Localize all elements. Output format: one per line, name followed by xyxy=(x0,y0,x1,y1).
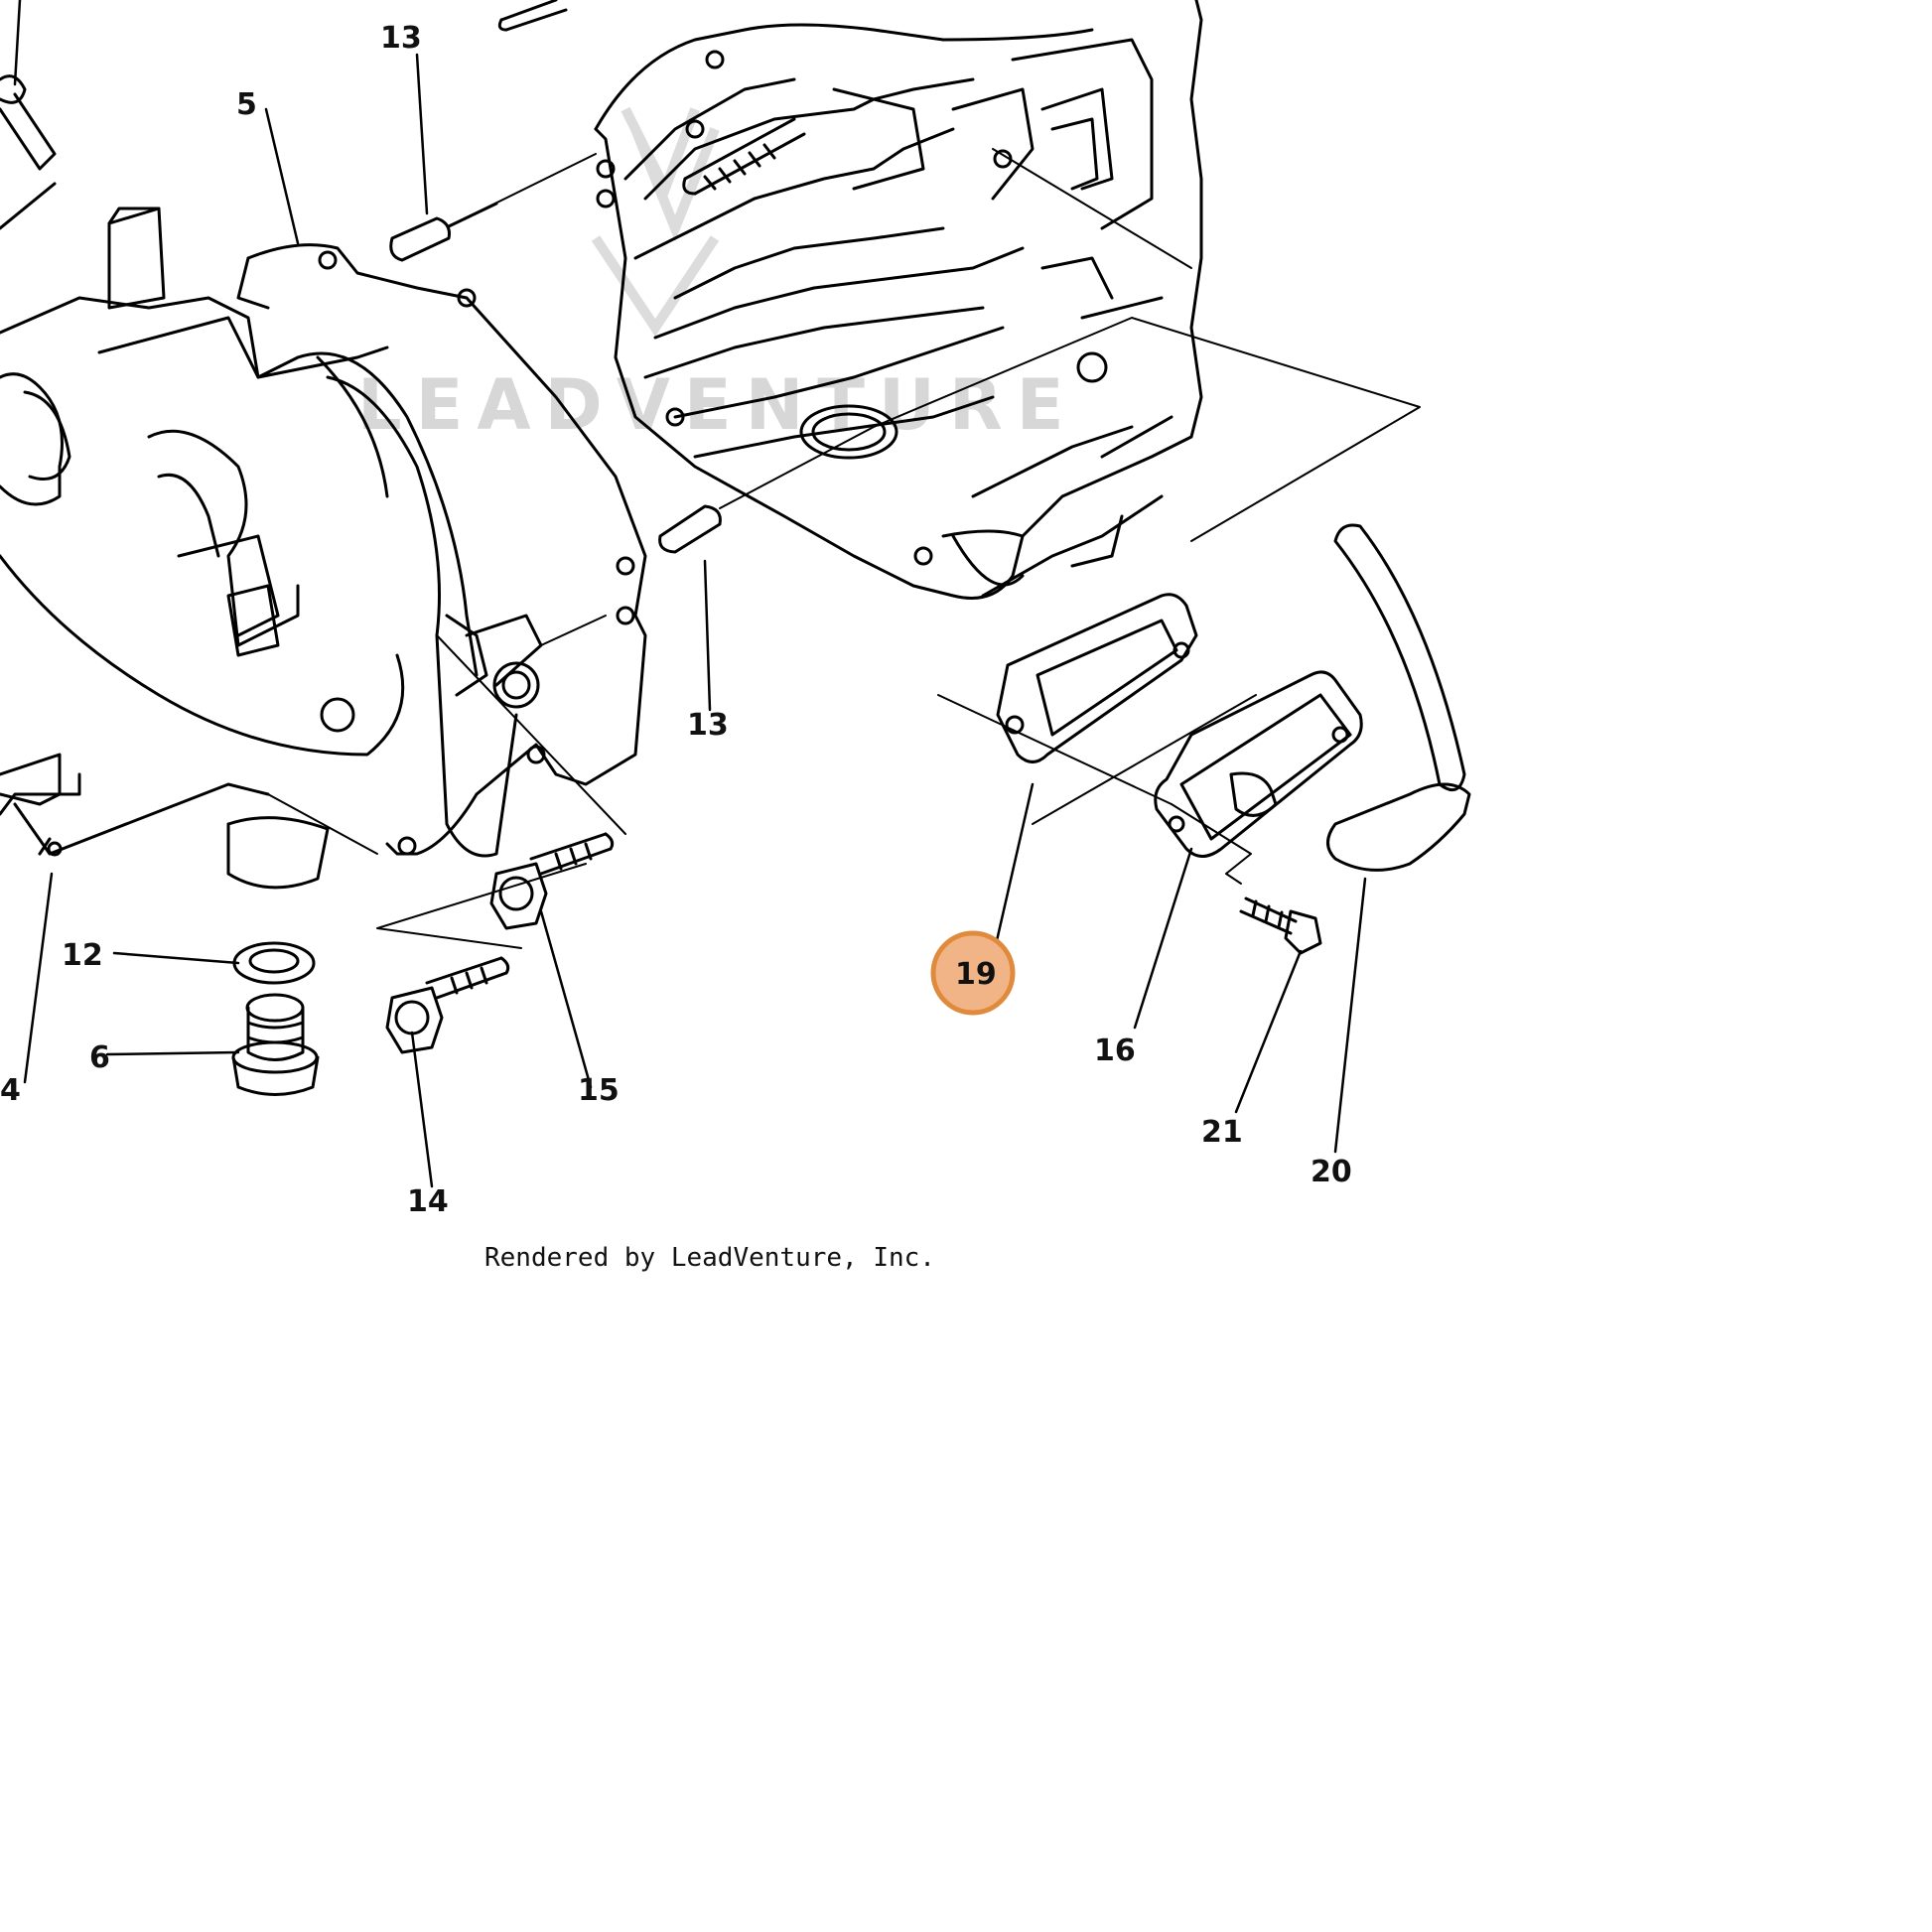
leader-lines xyxy=(13,0,1367,1188)
callouts: 13 5 13 12 6 4 15 14 19 16 21 20 xyxy=(0,21,1352,1219)
breather-cover-16 xyxy=(1154,670,1363,858)
dowel-pin-13-lower xyxy=(658,504,722,554)
washer-12 xyxy=(232,941,316,985)
crankcase-cover xyxy=(0,207,543,890)
gasket-19 xyxy=(996,593,1198,763)
callout-4[interactable]: 4 xyxy=(0,1073,21,1108)
upper-left-clip-part xyxy=(0,74,57,230)
render-credit: Rendered by LeadVenture, Inc. xyxy=(484,1243,935,1273)
callout-14[interactable]: 14 xyxy=(407,1184,449,1219)
callout-13-upper[interactable]: 13 xyxy=(380,21,422,56)
breather-hose-20 xyxy=(1326,523,1471,872)
callout-15[interactable]: 15 xyxy=(578,1073,620,1108)
watermark: LEADVENTURE xyxy=(357,106,1078,446)
callout-19[interactable]: 19 xyxy=(955,957,997,992)
leadventure-logo-watermark xyxy=(591,106,720,338)
gasket-5 xyxy=(236,243,647,856)
callout-6[interactable]: 6 xyxy=(89,1040,110,1075)
callout-12[interactable]: 12 xyxy=(62,938,103,973)
watermark-text: LEADVENTURE xyxy=(357,364,1078,446)
bolt-21 xyxy=(1239,897,1322,955)
stud-bolts-top xyxy=(497,0,806,196)
callout-20[interactable]: 20 xyxy=(1311,1155,1352,1189)
drain-plug-6 xyxy=(231,993,320,1096)
bolt-14 xyxy=(385,956,510,1054)
bolt-15 xyxy=(489,832,615,930)
cylinder-block xyxy=(594,0,1203,600)
line-art xyxy=(0,0,1471,1188)
assembly-guide-lines xyxy=(267,148,1421,949)
highlight-marker-19[interactable] xyxy=(930,930,1016,1016)
callout-5[interactable]: 5 xyxy=(236,87,257,122)
callout-16[interactable]: 16 xyxy=(1094,1034,1136,1068)
dowel-pin-13-upper xyxy=(389,202,498,262)
callout-13-lower[interactable]: 13 xyxy=(687,708,729,743)
callout-21[interactable]: 21 xyxy=(1201,1115,1243,1150)
